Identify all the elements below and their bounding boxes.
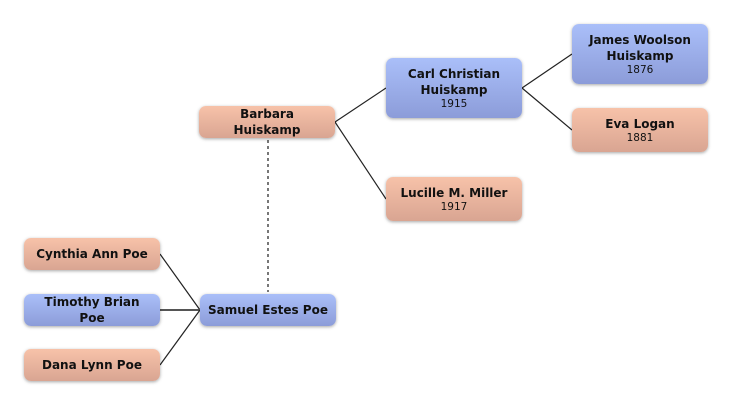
- person-cynthia-ann-poe[interactable]: Cynthia Ann Poe: [24, 238, 160, 270]
- person-lucille-m-miller[interactable]: Lucille M. Miller 1917: [386, 177, 522, 221]
- person-james-woolson-huiskamp[interactable]: James Woolson Huiskamp 1876: [572, 24, 708, 84]
- person-eva-logan[interactable]: Eva Logan 1881: [572, 108, 708, 152]
- person-timothy-brian-poe[interactable]: Timothy Brian Poe: [24, 294, 160, 326]
- person-samuel-estes-poe[interactable]: Samuel Estes Poe: [200, 294, 336, 326]
- person-name: Carl Christian Huiskamp: [407, 66, 501, 97]
- person-carl-christian-huiskamp[interactable]: Carl Christian Huiskamp 1915: [386, 58, 522, 118]
- person-name: Samuel Estes Poe: [208, 303, 328, 317]
- person-name: James Woolson Huiskamp: [589, 32, 691, 63]
- person-name: Cynthia Ann Poe: [36, 247, 148, 261]
- person-year: 1876: [626, 63, 654, 76]
- parent-link-carl-james: [521, 53, 573, 89]
- person-name: Dana Lynn Poe: [42, 358, 142, 372]
- child-link-cynthia: [159, 253, 201, 311]
- person-name: Timothy Brian Poe: [44, 295, 140, 325]
- person-name: Barbara Huiskamp: [233, 107, 301, 137]
- person-dana-lynn-poe[interactable]: Dana Lynn Poe: [24, 349, 160, 381]
- person-year: 1915: [440, 97, 468, 110]
- child-link-dana: [159, 309, 201, 366]
- person-name: Lucille M. Miller: [400, 185, 508, 200]
- person-barbara-huiskamp[interactable]: Barbara Huiskamp: [199, 106, 335, 138]
- parent-link-carl-eva: [521, 87, 573, 131]
- person-name: Eva Logan: [605, 116, 675, 131]
- parent-link-barbara-lucille: [334, 121, 387, 200]
- person-year: 1917: [440, 200, 468, 213]
- person-year: 1881: [626, 131, 654, 144]
- parent-link-barbara-carl: [334, 87, 387, 123]
